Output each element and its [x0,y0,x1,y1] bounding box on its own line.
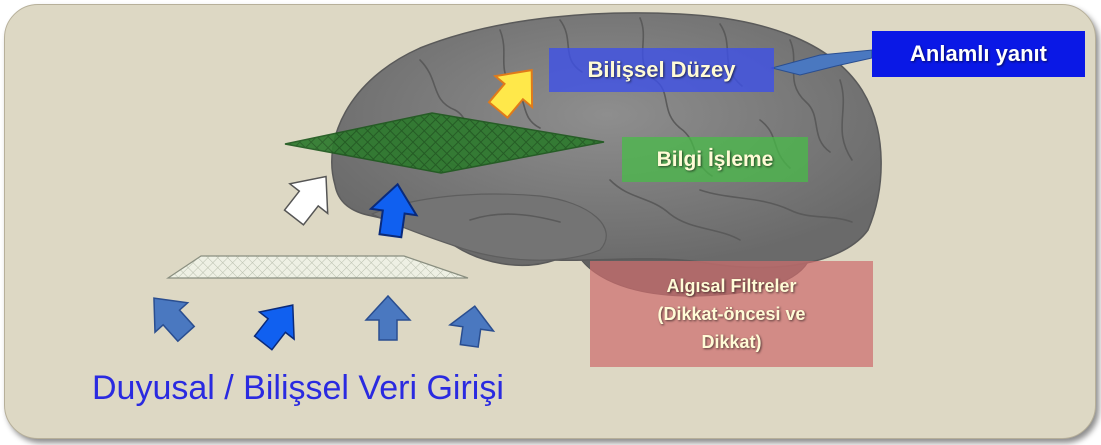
input-arrow-icon [447,303,496,349]
input-arrow-icon [138,283,203,348]
bilgi-isleme-label: Bilgi İşleme [622,137,808,182]
algisal-line-2: (Dikkat-öncesi ve [657,300,805,328]
filter-plane [168,256,468,278]
bilissel-duzey-label: Bilişsel Düzey [549,48,774,92]
algisal-line-1: Algısal Filtreler [666,272,796,300]
algisal-filtreler-label: Algısal Filtreler (Dikkat-öncesi ve Dikk… [590,261,873,367]
input-arrow-icon [366,296,410,340]
input-arrow-icon [246,292,310,357]
duyusal-bilissel-title: Duyusal / Bilişsel Veri Girişi [92,369,504,408]
anlamli-yanit-label: Anlamlı yanıt [872,31,1085,77]
algisal-line-3: Dikkat) [701,328,761,356]
